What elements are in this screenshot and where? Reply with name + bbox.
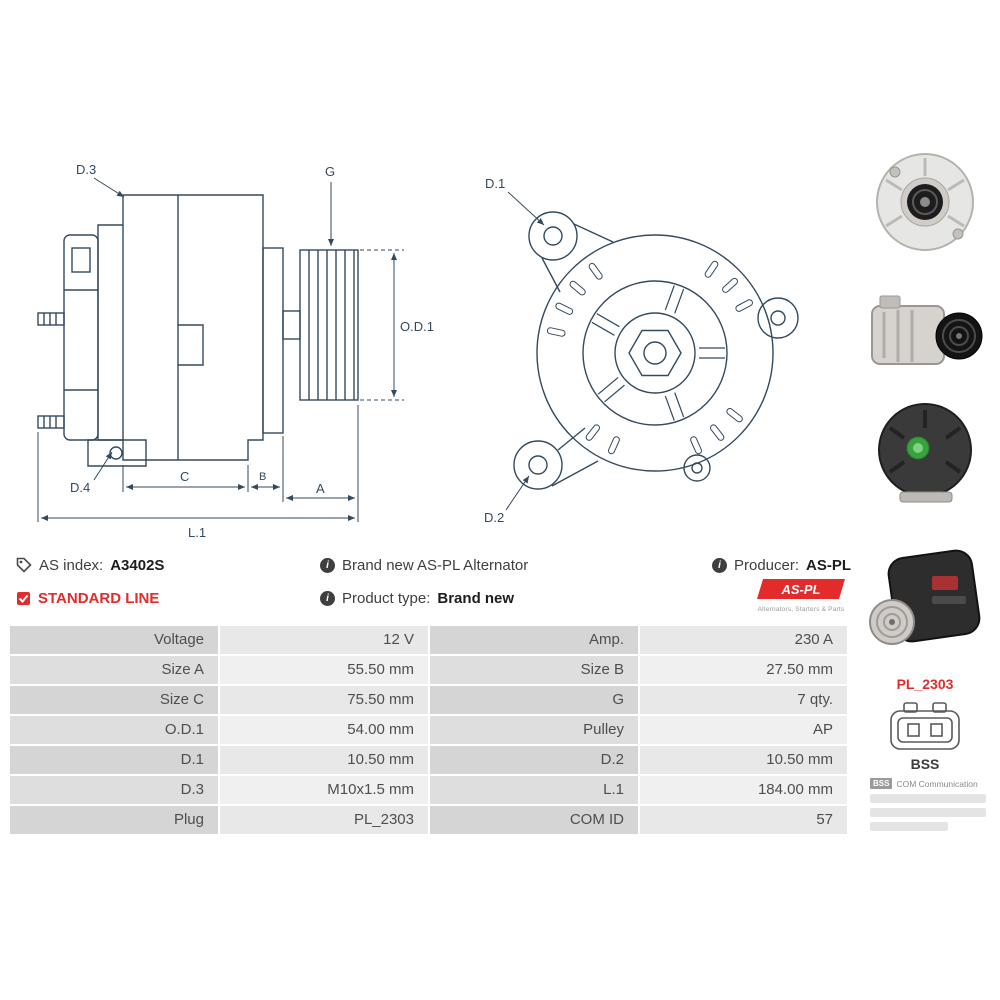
dim-label-od1: O.D.1 <box>400 319 434 334</box>
as-index-label: AS index: <box>39 556 104 574</box>
dim-label-d3: D.3 <box>76 162 96 177</box>
table-row: Voltage 12 V Amp. 230 A <box>10 626 847 654</box>
info-icon: i <box>320 557 335 573</box>
logo-tagline: Alternators, Starters & Parts <box>757 606 845 613</box>
front-view-technical-drawing: D.1 D.2 <box>484 176 799 525</box>
bss-badge: BSS <box>870 778 893 789</box>
as-pl-logo-mark: AS-PL <box>757 579 845 599</box>
info-icon: i <box>320 590 335 606</box>
alternator-front-photo-art <box>876 153 974 251</box>
product-photo-angle <box>858 538 992 664</box>
spec-value-cell: 55.50 mm <box>220 656 428 684</box>
spec-label-cell: G <box>430 686 638 714</box>
dim-label-d1: D.1 <box>485 176 505 191</box>
spec-label-cell: L.1 <box>430 776 638 804</box>
alternator-side-photo-art <box>871 295 983 365</box>
spec-value-cell: 54.00 mm <box>220 716 428 744</box>
placeholder-bar <box>870 794 986 803</box>
product-type-row: i Product type: Brand new <box>320 589 514 607</box>
spec-label-cell: Pulley <box>430 716 638 744</box>
spec-value-cell: 57 <box>640 806 847 834</box>
table-row: Size A 55.50 mm Size B 27.50 mm <box>10 656 847 684</box>
dim-label-g: G <box>325 164 335 179</box>
bss-title: BSS <box>910 756 940 772</box>
info-icon: i <box>712 557 727 573</box>
bss-communication-text: COM Communication <box>896 778 978 789</box>
brand-new-row: i Brand new AS-PL Alternator <box>320 556 528 574</box>
dim-label-a: A <box>316 481 325 496</box>
producer-row: i Producer: AS-PL <box>712 556 851 574</box>
spec-label-cell: D.2 <box>430 746 638 774</box>
product-photo-side <box>858 280 992 392</box>
spec-value-cell: 27.50 mm <box>640 656 847 684</box>
spec-value-cell: M10x1.5 mm <box>220 776 428 804</box>
spec-value-cell: AP <box>640 716 847 744</box>
spec-label-cell: D.1 <box>10 746 218 774</box>
as-pl-logo: AS-PL Alternators, Starters & Parts <box>757 578 845 613</box>
table-row: Size C 75.50 mm G 7 qty. <box>10 686 847 714</box>
spec-label-cell: O.D.1 <box>10 716 218 744</box>
spec-label-cell: Size A <box>10 656 218 684</box>
checkbox-icon <box>17 591 30 605</box>
spec-value-cell: 10.50 mm <box>640 746 847 774</box>
product-photo-front <box>858 148 992 260</box>
spec-value-cell: 75.50 mm <box>220 686 428 714</box>
table-row: Plug PL_2303 COM ID 57 <box>10 806 847 834</box>
spec-value-cell: PL_2303 <box>220 806 428 834</box>
dim-label-d4: D.4 <box>70 480 90 495</box>
spec-table: Voltage 12 V Amp. 230 A Size A 55.50 mm … <box>10 626 847 834</box>
placeholder-bar <box>870 808 986 817</box>
dim-label-b: B <box>259 471 266 483</box>
dim-label-c: C <box>180 469 189 484</box>
bss-communication-block: BSS COM Communication <box>870 778 988 831</box>
producer-value: AS-PL <box>806 556 852 574</box>
tag-icon <box>16 557 32 573</box>
spec-value-cell: 230 A <box>640 626 847 654</box>
plug-code-label: PL_2303 <box>896 676 954 692</box>
producer-label: Producer: <box>734 556 800 574</box>
dim-label-d2: D.2 <box>484 510 504 525</box>
spec-value-cell: 7 qty. <box>640 686 847 714</box>
table-row: O.D.1 54.00 mm Pulley AP <box>10 716 847 744</box>
dim-label-l1: L.1 <box>188 525 206 540</box>
product-photo-rear <box>858 396 992 512</box>
spec-value-cell: 184.00 mm <box>640 776 847 804</box>
spec-label-cell: D.3 <box>10 776 218 804</box>
side-view-technical-drawing: D.3 G O.D.1 D.4 C B A L.1 <box>37 162 434 540</box>
spec-label-cell: Plug <box>10 806 218 834</box>
spec-label-cell: Size C <box>10 686 218 714</box>
as-index-row: AS index: A3402S <box>16 556 164 574</box>
spec-value-cell: 12 V <box>220 626 428 654</box>
standard-line-row: STANDARD LINE <box>16 589 159 607</box>
product-type-value: Brand new <box>437 589 515 607</box>
spec-label-cell: COM ID <box>430 806 638 834</box>
alternator-angle-photo-art <box>869 549 981 645</box>
plug-connector-drawing <box>890 702 960 750</box>
spec-label-cell: Size B <box>430 656 638 684</box>
spec-value-cell: 10.50 mm <box>220 746 428 774</box>
table-row: D.1 10.50 mm D.2 10.50 mm <box>10 746 847 774</box>
spec-label-cell: Amp. <box>430 626 638 654</box>
placeholder-bar <box>870 822 948 831</box>
table-row: D.3 M10x1.5 mm L.1 184.00 mm <box>10 776 847 804</box>
product-type-label: Product type: <box>342 589 431 607</box>
alternator-rear-photo-art <box>878 403 972 503</box>
brand-new-text: Brand new AS-PL Alternator <box>342 556 529 574</box>
as-index-value: A3402S <box>110 556 165 574</box>
spec-label-cell: Voltage <box>10 626 218 654</box>
logo-text: AS-PL <box>781 582 821 597</box>
standard-line-label: STANDARD LINE <box>38 589 160 607</box>
